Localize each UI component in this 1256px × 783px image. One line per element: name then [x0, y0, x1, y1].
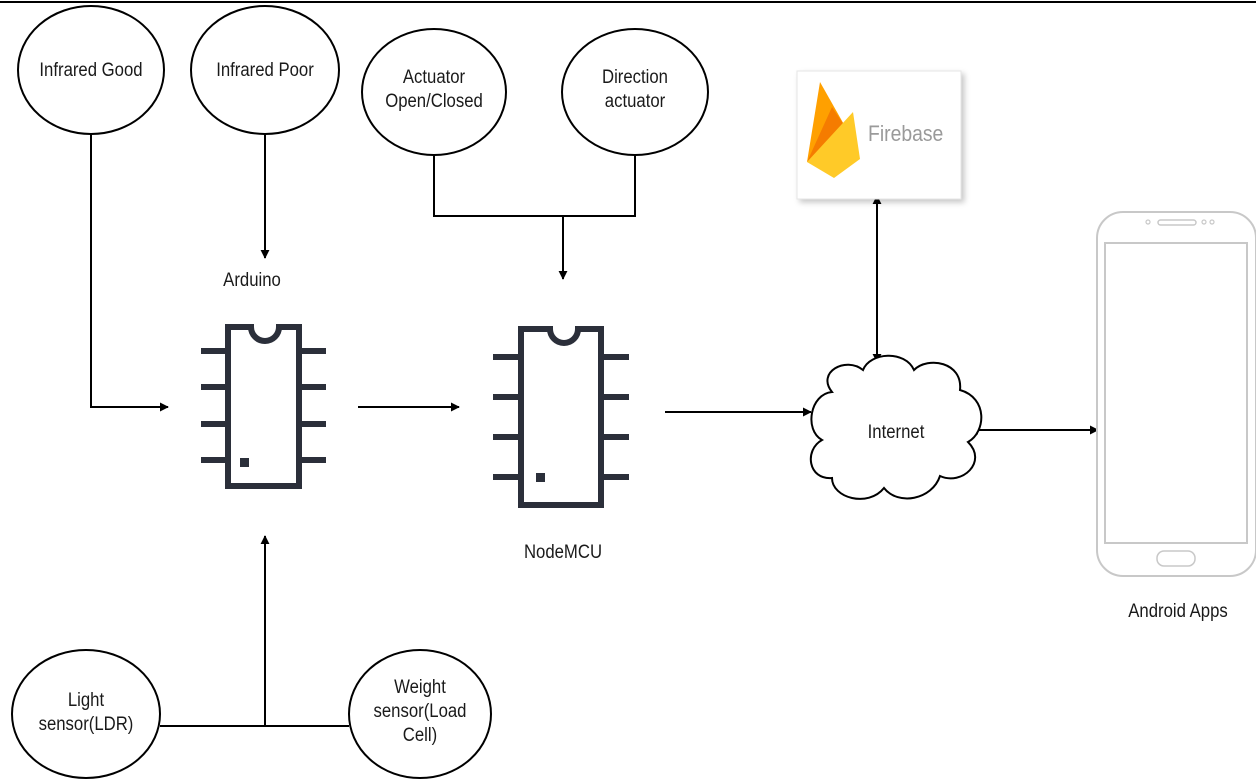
android-apps-label: Android Apps: [1128, 601, 1228, 622]
light-sensor-node: [11, 649, 161, 779]
weight-sensor-label-line-2: sensor(Load: [373, 701, 467, 722]
weight-sensor-label-line-3: Cell): [402, 725, 438, 746]
light-sensor-label-line-1: Light: [67, 690, 105, 711]
arduino-chip-icon: [201, 324, 326, 489]
arduino-label: Arduino: [223, 270, 281, 291]
internet-cloud-icon: [809, 354, 983, 500]
infrared-poor-label: Infrared Poor: [216, 60, 314, 81]
android-phone-icon: [1096, 211, 1256, 577]
firebase-logo: [796, 70, 962, 200]
actuator-label: Actuator Open/Closed: [371, 66, 498, 114]
direction-label-line-2: actuator: [604, 91, 666, 112]
weight-sensor-label: Weight sensor(Load Cell): [358, 676, 483, 748]
direction-label: Direction actuator: [571, 66, 699, 114]
firebase-label: Firebase: [868, 121, 944, 146]
weight-sensor-node: [348, 649, 492, 779]
nodemcu-chip-icon: [493, 326, 629, 508]
light-sensor-label: Light sensor(LDR): [21, 689, 151, 737]
infrared-good-label: Infrared Good: [39, 60, 143, 81]
light-sensor-label-line-2: sensor(LDR): [38, 714, 134, 735]
nodemcu-label: NodeMCU: [523, 542, 603, 563]
actuator-join-line: [433, 155, 636, 217]
direction-label-line-1: Direction: [602, 67, 668, 88]
actuator-label-line-1: Actuator: [402, 67, 466, 88]
weight-sensor-label-line-1: Weight: [394, 677, 446, 698]
internet-label: Internet: [867, 422, 925, 443]
actuator-label-line-2: Open/Closed: [385, 91, 483, 112]
edge-infrared-good-to-arduino: [90, 134, 169, 412]
